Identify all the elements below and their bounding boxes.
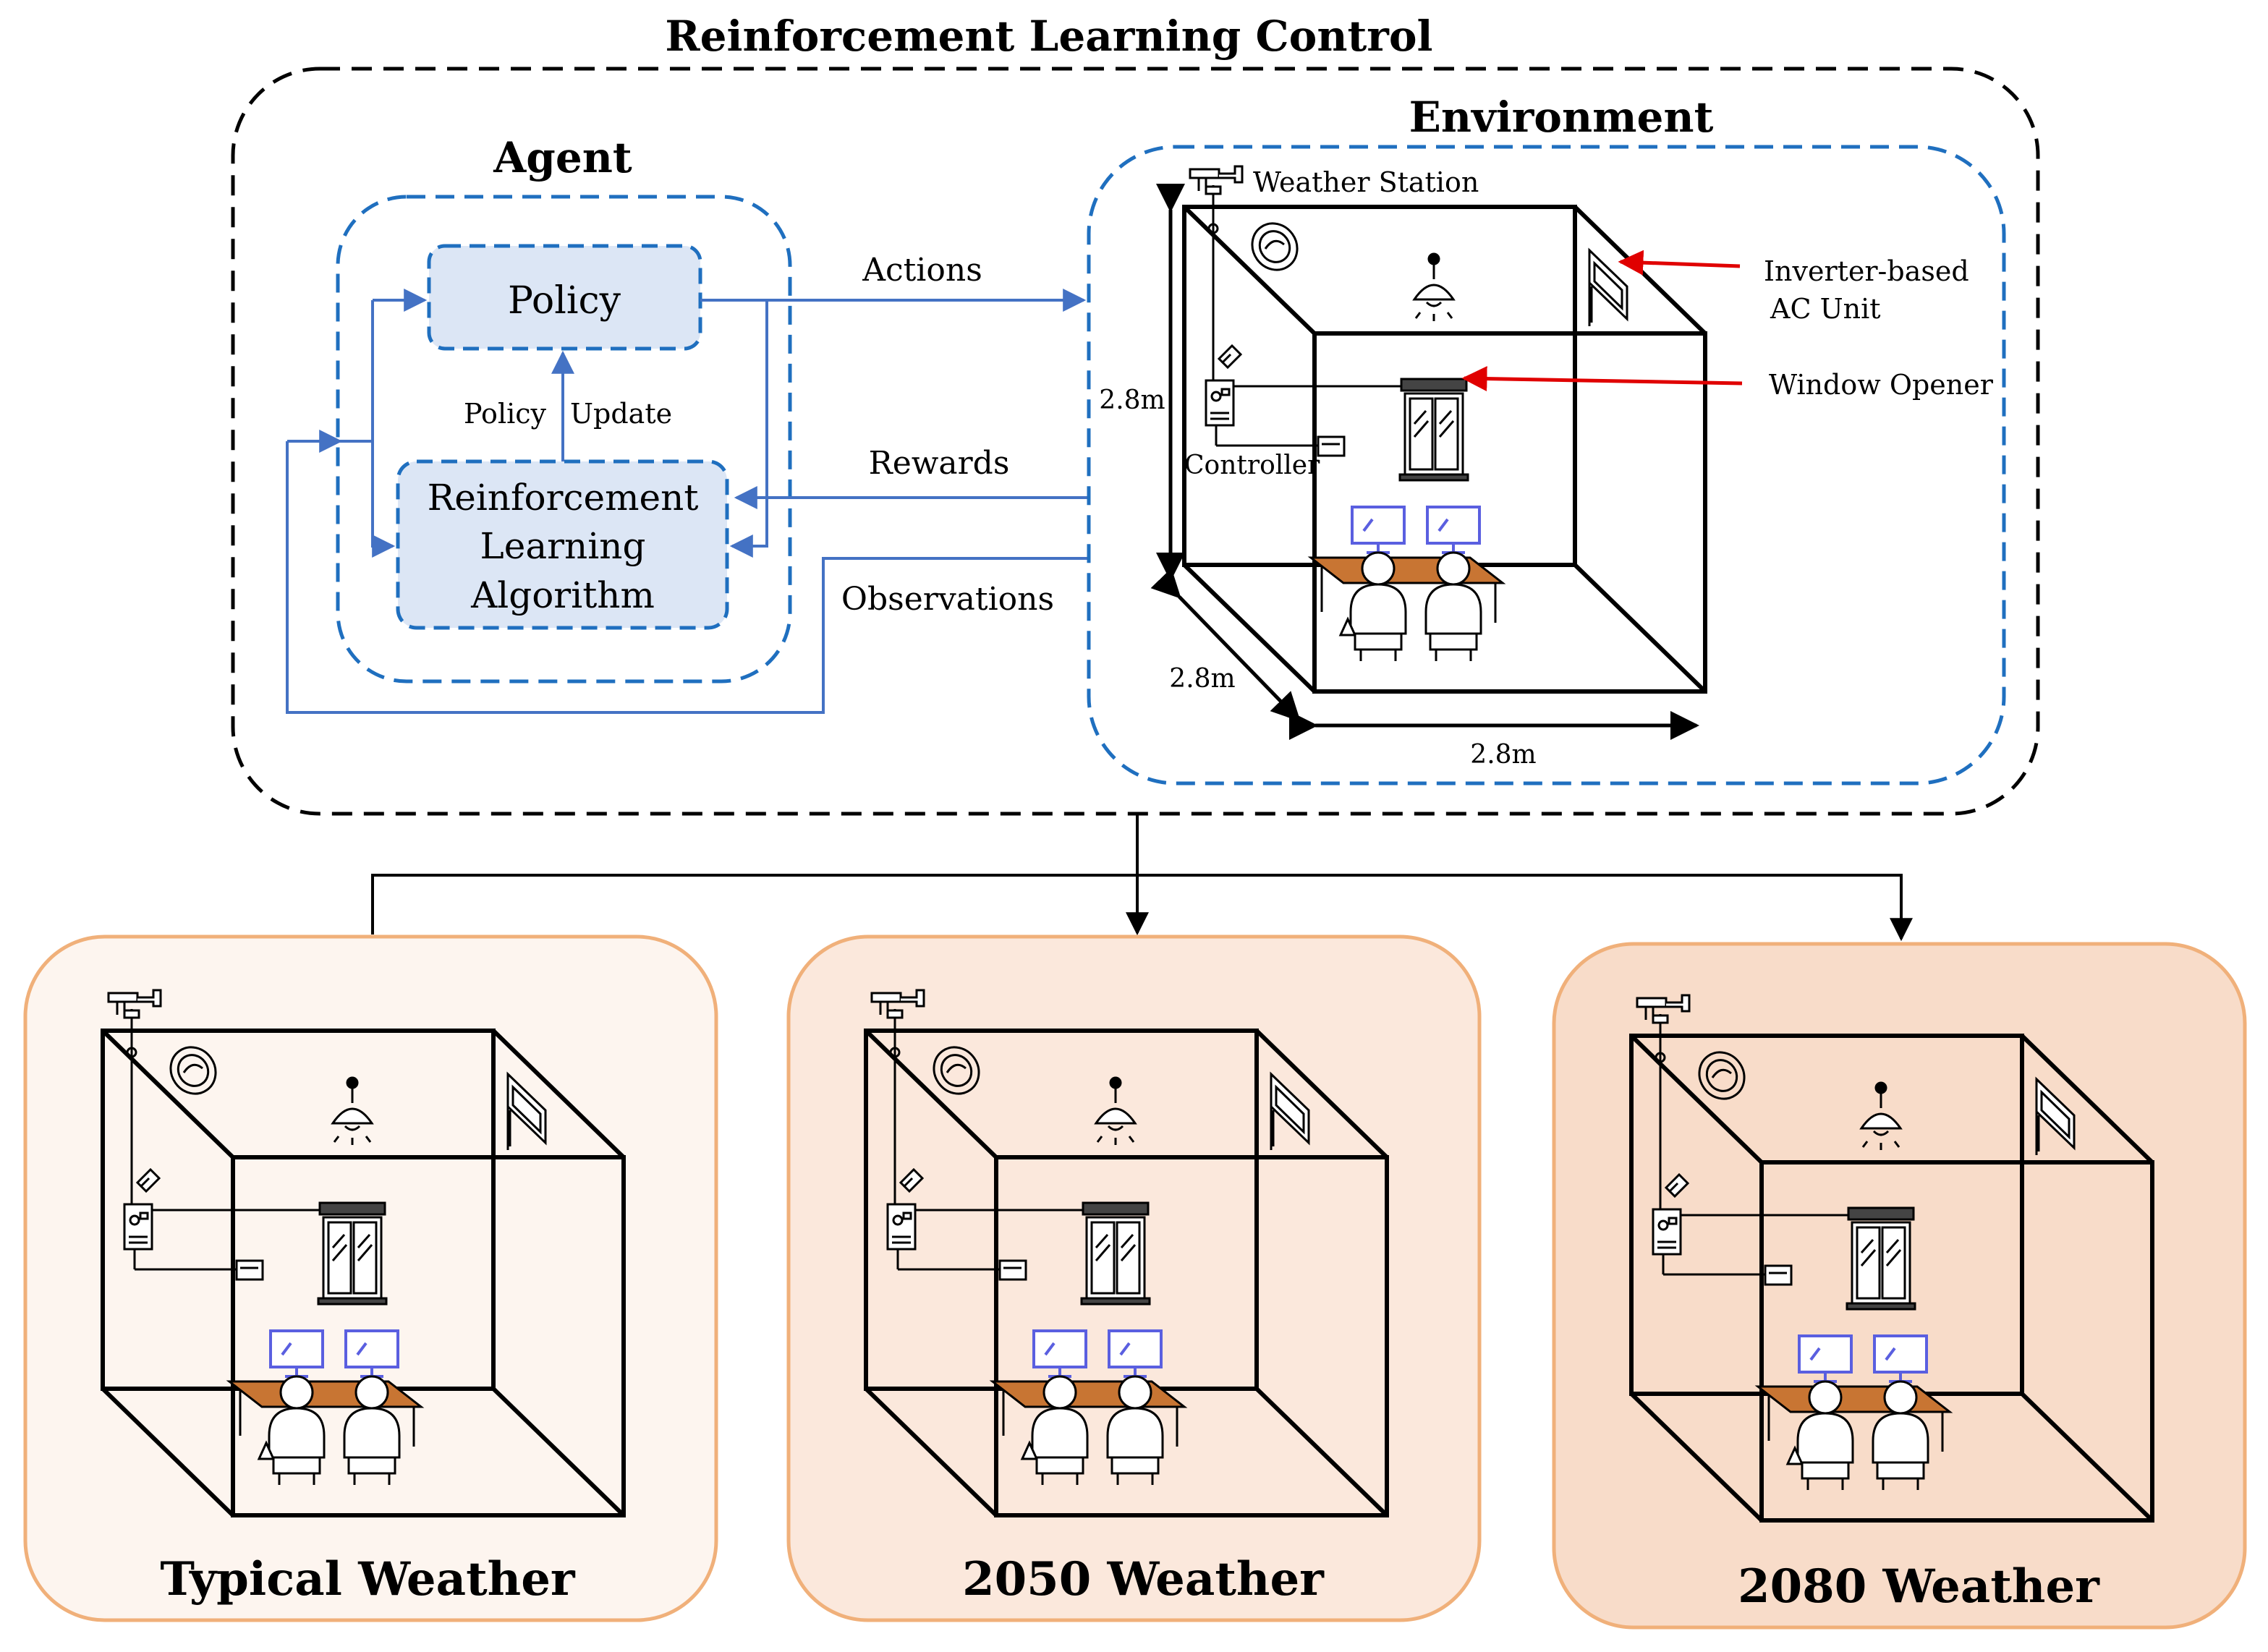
scenario-distribution-arrows bbox=[371, 814, 1913, 942]
rl-label-line1: Reinforcement bbox=[428, 477, 699, 519]
scenario-panel-typical: Typical Weather bbox=[23, 934, 718, 1622]
environment-boundary bbox=[1087, 145, 2006, 785]
actions-label: Actions bbox=[862, 252, 982, 289]
controller-label: Controller bbox=[1184, 451, 1320, 480]
observations-line bbox=[286, 441, 1089, 714]
rl-label-line3: Algorithm bbox=[470, 574, 655, 616]
environment-heading: Environment bbox=[1409, 93, 1714, 142]
height-dimension-label: 2.8m bbox=[1099, 386, 1165, 415]
policy-update-label-left: Policy bbox=[464, 398, 546, 430]
policy-box: Policy bbox=[427, 244, 702, 351]
observations-label: Observations bbox=[841, 581, 1054, 618]
width-dimension-label: 2.8m bbox=[1470, 740, 1536, 770]
policy-feedback-arrow bbox=[700, 299, 768, 558]
depth-dimension bbox=[1150, 568, 1301, 722]
ac-unit-pointer bbox=[1618, 250, 1741, 276]
window-opener-label: Window Opener bbox=[1769, 369, 1994, 401]
scenario-label-2080: 2080 Weather bbox=[1738, 1559, 2100, 1614]
rl-label-line2: Learning bbox=[480, 525, 646, 567]
scenario-label-typical: Typical Weather bbox=[160, 1552, 576, 1606]
window-opener-pointer bbox=[1461, 366, 1743, 392]
depth-dimension-label: 2.8m bbox=[1169, 664, 1235, 694]
agent-boundary bbox=[336, 195, 792, 684]
rl-control-boundary bbox=[231, 67, 2040, 816]
agent-heading: Agent bbox=[493, 133, 632, 182]
policy-label: Policy bbox=[508, 279, 621, 323]
environment-room-illustration bbox=[1184, 166, 1705, 691]
diagram-title: Reinforcement Learning Control bbox=[665, 12, 1432, 61]
scenario-panel-2080: 2080 Weather bbox=[1552, 942, 2247, 1630]
ac-unit-label-line2: AC Unit bbox=[1770, 293, 1881, 325]
scenario-label-2050: 2050 Weather bbox=[962, 1552, 1325, 1606]
obs-to-rl-arrow bbox=[371, 300, 396, 558]
rl-algorithm-box: Reinforcement Learning Algorithm bbox=[396, 459, 729, 630]
ac-unit-label-line1: Inverter-based bbox=[1764, 255, 1969, 287]
rewards-label: Rewards bbox=[869, 445, 1010, 482]
weather-station-label: Weather Station bbox=[1253, 166, 1479, 198]
scenario-panel-2050: 2050 Weather bbox=[786, 934, 1482, 1622]
policy-update-label-right: Update bbox=[570, 398, 672, 430]
